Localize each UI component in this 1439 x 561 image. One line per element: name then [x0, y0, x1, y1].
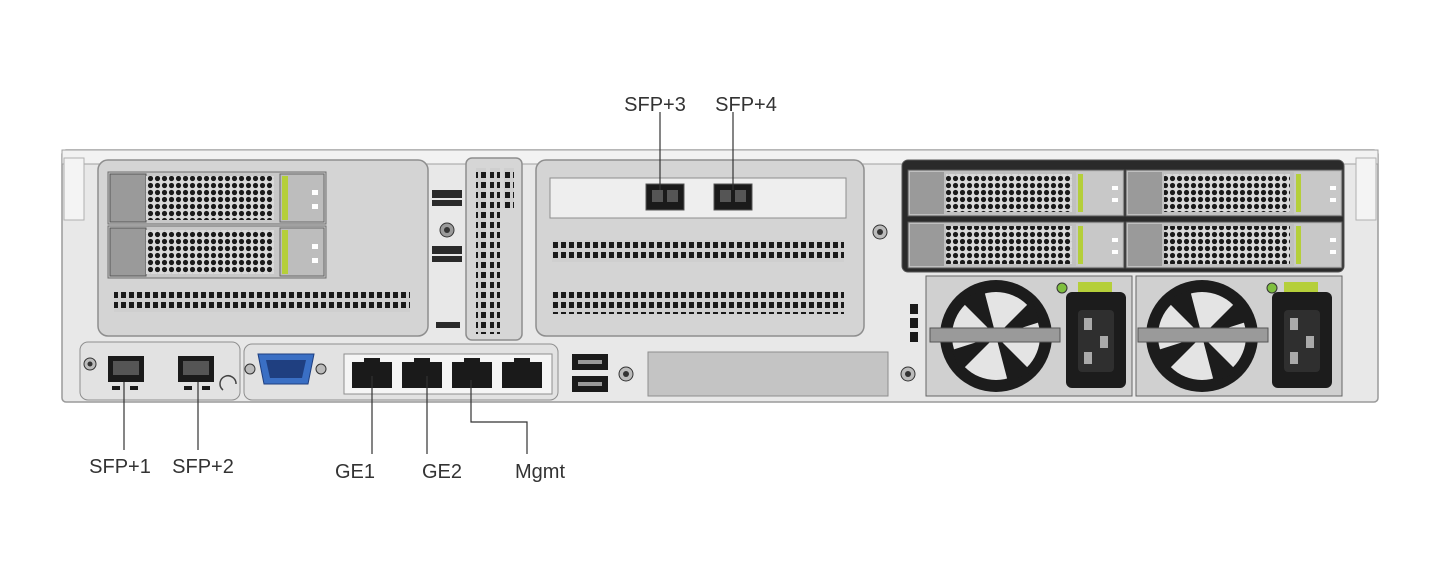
drive-bay-right-3: [907, 221, 1125, 269]
sfp1-port: [108, 356, 144, 390]
label-mgmt: Mgmt: [515, 461, 565, 483]
sfp3-port: [645, 183, 685, 211]
left-drive-module: [97, 159, 429, 337]
vga-port: [244, 353, 327, 385]
label-sfp3: SFP+3: [624, 94, 686, 116]
sfp2-port: [178, 356, 214, 390]
drive-bay-right-4: [1125, 221, 1343, 269]
screw-icon: [618, 366, 634, 382]
rj45-port-ge2: [402, 358, 442, 388]
label-sfp4: SFP+4: [715, 94, 777, 116]
drive-bay-left-2: [107, 225, 327, 279]
right-drive-module: [901, 159, 1345, 273]
vent-grille-left: [114, 292, 410, 312]
power-supply-1: [925, 275, 1133, 397]
label-sfp2: SFP+2: [172, 456, 234, 478]
slot-label-strip: [432, 190, 462, 328]
drive-bay-left-1: [107, 171, 327, 225]
vent-grille-center-bottom: [552, 292, 844, 314]
screw-icon: [83, 357, 97, 371]
label-sfp1: SFP+1: [89, 456, 151, 478]
io-panel: [79, 304, 918, 401]
drive-bay-right-2: [1125, 169, 1343, 217]
reset-icon: [219, 375, 237, 391]
middle-riser: [465, 157, 523, 341]
pcie-blank-cover: [647, 351, 889, 397]
usb-ports: [572, 354, 608, 392]
rj45-port-mgmt: [452, 358, 492, 388]
rj45-port-ge1: [352, 358, 392, 388]
power-supply-2: [1135, 275, 1343, 397]
pcie-card-area: [535, 159, 865, 337]
leader-mgmt: [470, 380, 528, 454]
label-ge1: GE1: [335, 461, 375, 483]
vent-grille-center-top: [552, 240, 844, 262]
rj45-port-4: [502, 358, 542, 388]
drive-bay-right-1: [907, 169, 1125, 217]
leader-lines: [123, 112, 734, 454]
screw-icon: [900, 366, 916, 382]
screw-icon: [872, 224, 888, 240]
label-ge2: GE2: [422, 461, 462, 483]
